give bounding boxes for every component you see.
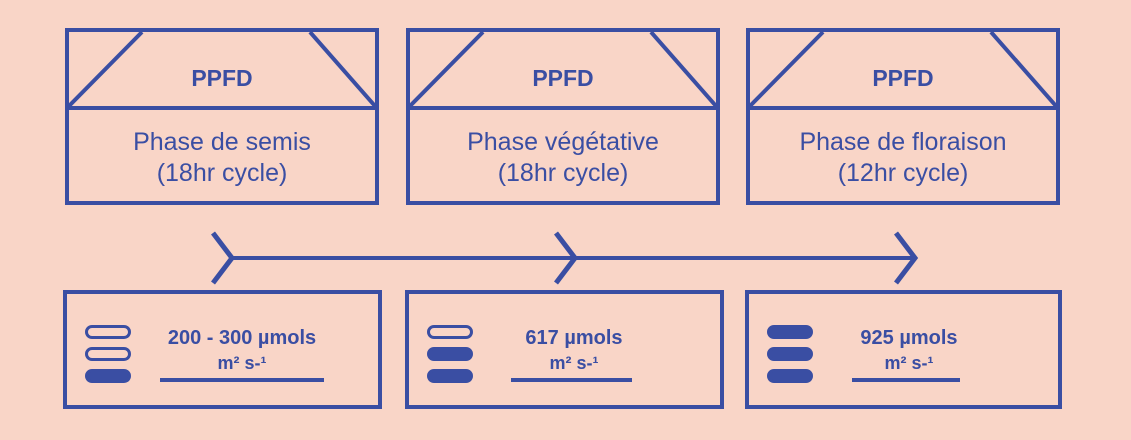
ppfd-value: 617 µmols (525, 327, 623, 349)
chevron-right-icon (554, 231, 579, 285)
value-box-vegetative: 617 µmols m² s-¹ (405, 290, 724, 409)
level-bar-icon (767, 347, 813, 361)
phase-header: PPFD (69, 32, 375, 106)
phase-header: PPFD (750, 32, 1056, 106)
level-bar-icon (85, 369, 131, 383)
header-trapezoid-lines (69, 32, 375, 106)
level-bar-icon (85, 347, 131, 361)
value-underline (852, 378, 960, 382)
phase-header-label: PPFD (872, 65, 934, 91)
phase-cycle: (18hr cycle) (497, 159, 629, 187)
level-bar-icon (427, 347, 473, 361)
ppfd-unit: m² s-¹ (217, 353, 267, 373)
level-bar-icon (427, 369, 473, 383)
chevron-right-icon (211, 231, 236, 285)
value-underline (160, 378, 324, 382)
phase-header-label: PPFD (191, 65, 253, 91)
phase-name: Phase de floraison (799, 128, 1007, 156)
phase-header: PPFD (410, 32, 716, 106)
phase-divider (410, 106, 716, 110)
ppfd-unit: m² s-¹ (884, 353, 934, 373)
phase-box-vegetative: PPFD Phase végétative (18hr cycle) (406, 28, 720, 205)
phase-box-seedling: PPFD Phase de semis (18hr cycle) (65, 28, 379, 205)
phase-box-flowering: PPFD Phase de floraison (12hr cycle) (746, 28, 1060, 205)
value-box-seedling: 200 - 300 µmols m² s-¹ (63, 290, 382, 409)
ppfd-value: 925 µmols (860, 327, 958, 349)
header-trapezoid-lines (750, 32, 1056, 106)
value-underline (511, 378, 632, 382)
phase-cycle: (18hr cycle) (156, 159, 288, 187)
phase-divider (750, 106, 1056, 110)
phase-name: Phase végétative (467, 128, 659, 156)
chevron-right-icon (894, 231, 919, 285)
phase-name: Phase de semis (133, 128, 311, 156)
phase-cycle: (12hr cycle) (837, 159, 969, 187)
phase-header-label: PPFD (532, 65, 594, 91)
ppfd-value: 200 - 300 µmols (167, 327, 317, 349)
phase-divider (69, 106, 375, 110)
level-bar-icon (427, 325, 473, 339)
level-bar-icon (767, 325, 813, 339)
level-bar-icon (767, 369, 813, 383)
value-box-flowering: 925 µmols m² s-¹ (745, 290, 1062, 409)
level-bar-icon (85, 325, 131, 339)
ppfd-unit: m² s-¹ (549, 353, 599, 373)
header-trapezoid-lines (410, 32, 716, 106)
